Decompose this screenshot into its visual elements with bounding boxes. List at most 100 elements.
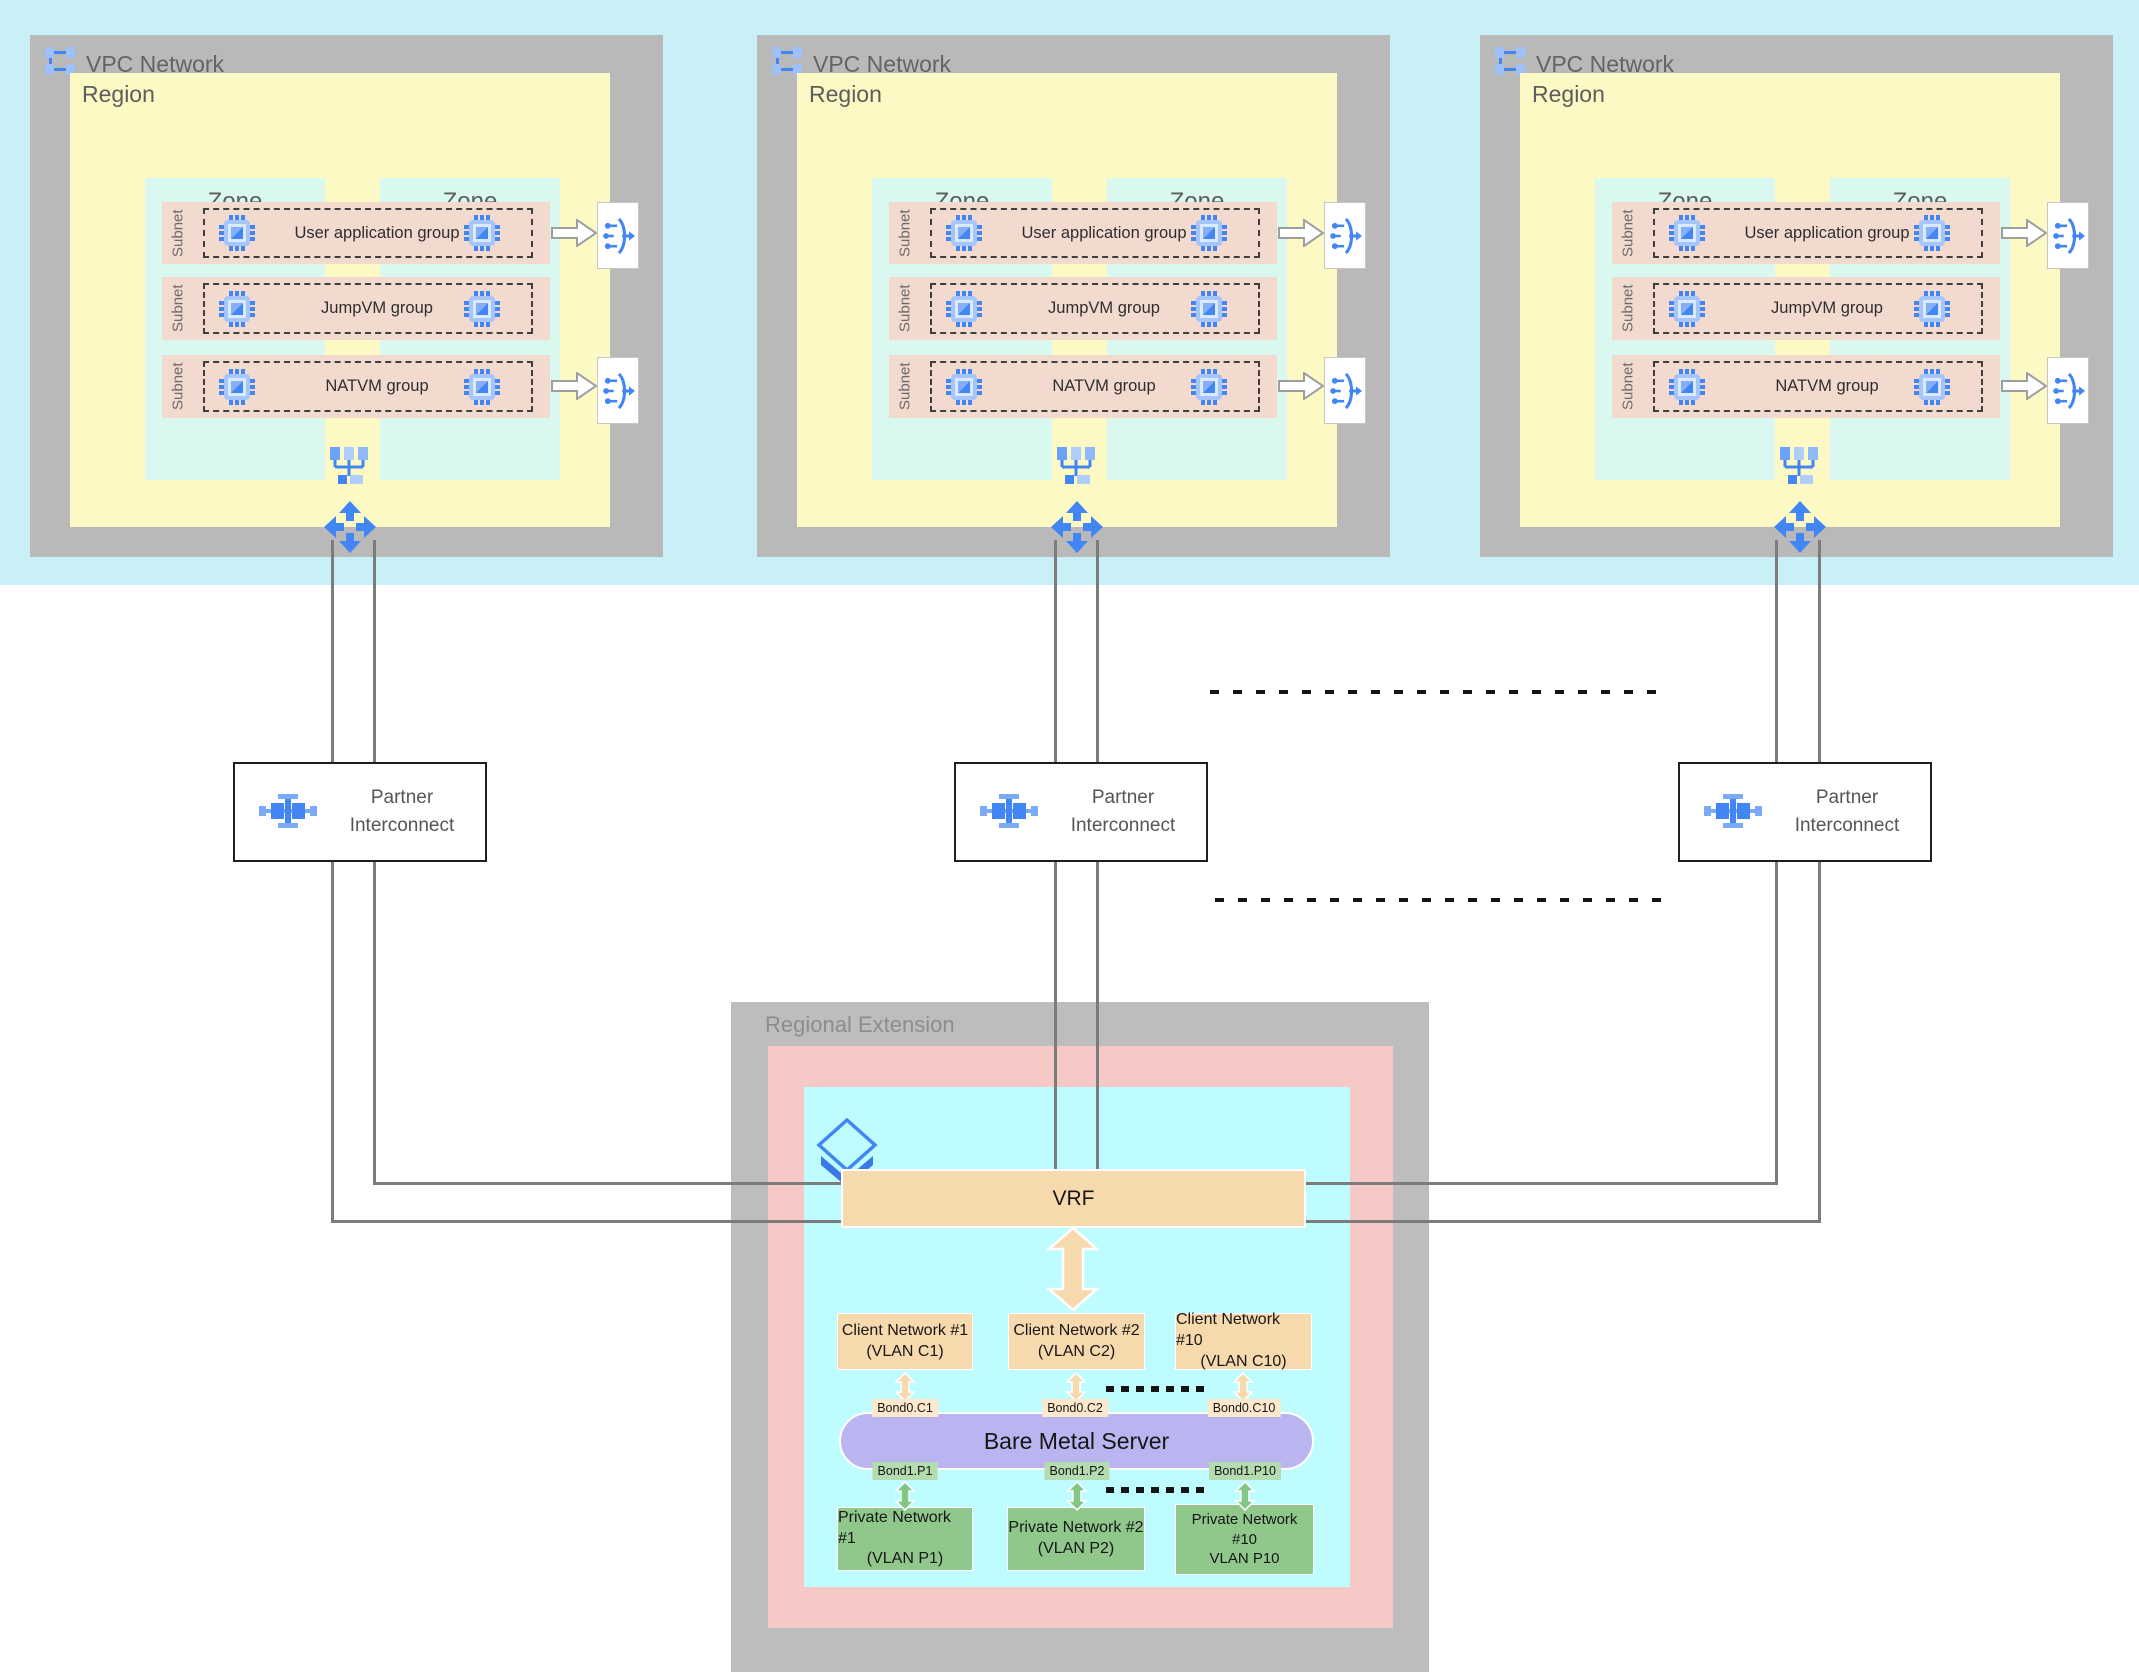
network-switch-icon <box>1055 447 1099 487</box>
subnet-label: Subnet <box>896 362 914 411</box>
vm-instance-icon <box>219 369 255 405</box>
subnet-label: Subnet <box>1619 209 1637 257</box>
group-label: User application group <box>294 223 460 242</box>
partner-interconnect-icon <box>259 790 317 832</box>
instance-group-box: User application group <box>930 208 1260 258</box>
connector-line <box>331 540 334 762</box>
egress-arrow <box>551 372 597 400</box>
label-line: #10 <box>1231 1530 1258 1548</box>
connector-line <box>373 858 376 1185</box>
vpc-title: VPC Network <box>1536 51 1675 77</box>
connector-line <box>1775 540 1778 762</box>
cloud-nat-icon <box>601 366 635 416</box>
group-label: JumpVM group <box>321 299 433 317</box>
cloud-nat-icon <box>2051 366 2085 416</box>
bond-arrow-orange <box>1232 1372 1254 1402</box>
subnet-label: Subnet <box>169 209 187 257</box>
vm-instance-icon <box>946 369 982 405</box>
instance-group-box: User application group <box>203 208 533 258</box>
label-line: Client Network #10 <box>1176 1311 1281 1350</box>
label-line: (VLAN C1) <box>866 1342 944 1360</box>
vpc-title: VPC Network <box>86 51 225 77</box>
subnet-row-user-app: Subnet User application group <box>162 202 550 264</box>
bare-metal-server: Bare Metal Server <box>839 1412 1314 1470</box>
label-line: (VLAN P1) <box>866 1550 944 1568</box>
connector-line <box>1306 1182 1778 1185</box>
connector-line <box>1818 858 1821 1223</box>
gateway-box <box>1324 357 1366 424</box>
instance-group-box: JumpVM group <box>1653 283 1983 334</box>
egress-arrow <box>1278 372 1324 400</box>
vm-instance-icon <box>1914 369 1950 405</box>
client-network-2: Client Network #2 (VLAN C2) <box>1008 1313 1145 1370</box>
connector-line <box>1306 1220 1821 1223</box>
gateway-box <box>1324 202 1366 269</box>
label-line: (VLAN C2) <box>1037 1342 1116 1360</box>
region-title: Region <box>809 81 882 107</box>
subnet-row-natvm: Subnet NATVM group <box>162 355 550 418</box>
bond1-p1-label: Bond1.P1 <box>872 1462 938 1480</box>
gateway-box <box>2047 357 2089 424</box>
bond-arrow-orange <box>1065 1372 1087 1402</box>
bond-arrow-green <box>1234 1481 1256 1511</box>
connector-line <box>331 858 334 1223</box>
egress-arrow <box>1278 219 1324 247</box>
vm-instance-icon <box>946 291 982 327</box>
subnet-label: Subnet <box>896 284 914 333</box>
connector-line <box>1818 540 1821 762</box>
connector-line <box>373 1182 841 1185</box>
bond-arrow-orange <box>894 1372 916 1402</box>
vm-instance-icon <box>1914 215 1950 251</box>
vm-instance-icon <box>464 369 500 405</box>
subnet-row-jumpvm: Subnet JumpVM group <box>889 277 1277 340</box>
vrf-bar: VRF <box>841 1169 1306 1228</box>
bond1-p2-label: Bond1.P2 <box>1044 1462 1110 1480</box>
gateway-box <box>597 202 639 269</box>
vpc-network-2: VPC Network Region Zone Zone Subnet User… <box>757 35 1390 557</box>
subnet-label: Subnet <box>1619 284 1637 333</box>
vrf-double-arrow <box>1046 1227 1100 1311</box>
label-line: (VLAN P2) <box>1037 1540 1115 1557</box>
subnet-row-jumpvm: Subnet JumpVM group <box>162 277 550 340</box>
partner-interconnect-3: Partner Interconnect <box>1678 762 1932 862</box>
subnet-row-user-app: Subnet User application group <box>1612 202 2000 264</box>
connector-line <box>1054 858 1057 1169</box>
label-line: Interconnect <box>349 815 455 836</box>
label-line: Client Network #2 <box>1013 1321 1140 1339</box>
cloud-nat-icon <box>601 211 635 261</box>
subnet-label: Subnet <box>169 284 187 333</box>
vm-instance-icon <box>946 215 982 251</box>
network-switch-icon <box>1778 447 1822 487</box>
egress-arrow <box>2001 219 2047 247</box>
subnet-row-jumpvm: Subnet JumpVM group <box>1612 277 2000 340</box>
connector-line <box>331 1220 841 1223</box>
vm-instance-icon <box>1191 369 1227 405</box>
group-label: JumpVM group <box>1771 299 1883 317</box>
label-line: Private Network #1 <box>838 1508 951 1547</box>
group-label: NATVM group <box>1775 377 1879 395</box>
group-label: NATVM group <box>1052 377 1156 395</box>
vm-instance-icon <box>464 215 500 251</box>
instance-group-box: NATVM group <box>203 361 533 412</box>
vm-instance-icon <box>1669 369 1705 405</box>
group-label: JumpVM group <box>1048 299 1160 317</box>
cloud-nat-icon <box>2051 211 2085 261</box>
subnet-row-user-app: Subnet User application group <box>889 202 1277 264</box>
bond0-c10-label: Bond0.C10 <box>1207 1399 1281 1417</box>
instance-group-box: NATVM group <box>1653 361 1983 412</box>
client-network-10: Client Network #10 (VLAN C10) <box>1175 1311 1312 1370</box>
private-network-2: Private Network #2 (VLAN P2) <box>1007 1507 1145 1571</box>
group-label: User application group <box>1021 223 1187 242</box>
vm-instance-icon <box>219 215 255 251</box>
label-line: Partner <box>1091 787 1155 809</box>
label-line: (VLAN C10) <box>1200 1352 1287 1370</box>
instance-group-box: User application group <box>1653 208 1983 258</box>
ellipsis-dotted-line <box>1106 1386 1210 1392</box>
group-label: User application group <box>1744 223 1910 242</box>
subnet-row-natvm: Subnet NATVM group <box>1612 355 2000 418</box>
subnet-label: Subnet <box>896 209 914 257</box>
partner-interconnect-label: Partner Interconnect <box>1048 764 1198 860</box>
subnet-label: Subnet <box>1619 362 1637 411</box>
vm-instance-icon <box>464 291 500 327</box>
